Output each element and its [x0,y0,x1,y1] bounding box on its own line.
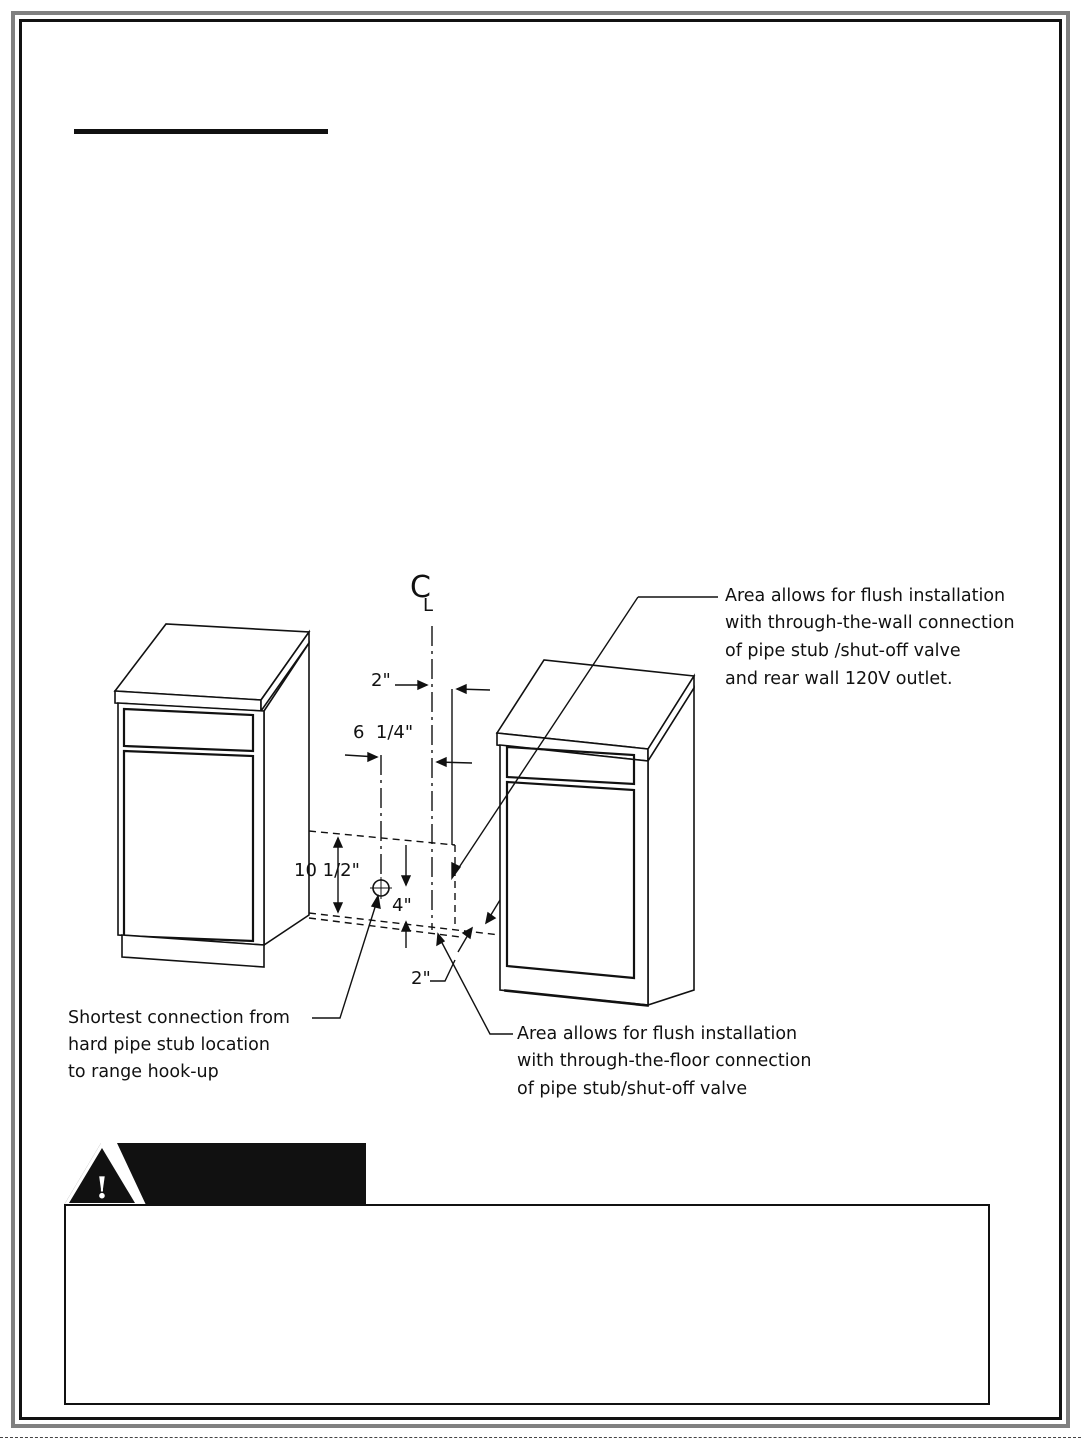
callout-line: and rear wall 120V outlet. [725,669,953,689]
section-title-underline [74,129,328,134]
dimension-stub-offset: 6 1/4" [353,722,414,743]
dimension-arrows [332,679,501,982]
callout-line: with through-the-floor connection [517,1051,812,1071]
callout-line: of pipe stub/shut-off valve [517,1079,748,1099]
warning-symbol: ! [95,1171,108,1205]
right-cabinet [495,659,696,1007]
dimension-top-offset: 2" [371,670,391,691]
callout-line: hard pipe stub location [68,1035,270,1055]
callout-line: Shortest connection from [68,1008,290,1028]
warning-exclamation-icon [69,1148,135,1203]
callout-line: of pipe stub /shut-off valve [725,641,961,661]
warning-tab: ! [64,1143,366,1205]
warning-box [64,1204,990,1405]
dimension-stub-vertical: 4" [392,895,412,916]
page-bottom-edge [0,1437,1081,1438]
callout-line: Area allows for flush installation [517,1024,798,1044]
dimension-stub-height: 10 1/2" [294,860,360,881]
dimension-floor-offset: 2" [411,968,431,989]
centerline-symbol-c: C [410,570,431,605]
centerline-symbol-l: L [423,595,434,616]
leader-lines [312,596,718,1035]
page-frame-outer [11,11,1070,1428]
page-frame-inner [19,19,1062,1420]
callout-line: Area allows for flush installation [725,586,1006,606]
left-cabinet [113,623,311,968]
callout-line: with through-the-wall connection [725,613,1015,633]
callout-line: to range hook-up [68,1062,219,1082]
